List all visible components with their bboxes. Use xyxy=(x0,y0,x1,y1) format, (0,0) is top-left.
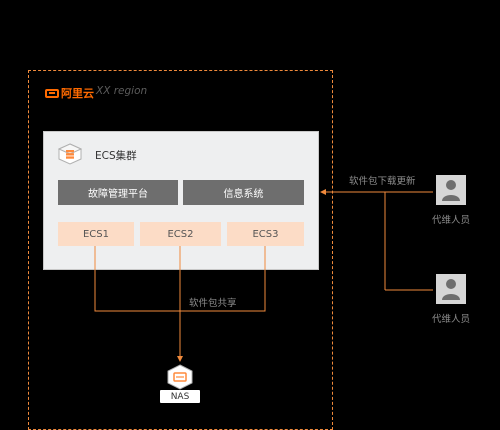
software-update-label: 软件包下载更新 xyxy=(349,176,416,187)
person-icon xyxy=(436,274,466,304)
ecs2-node: ECS2 xyxy=(140,222,221,246)
information-system: 信息系统 xyxy=(183,180,304,205)
connector-lines xyxy=(94,189,433,362)
ecs1-node: ECS1 xyxy=(58,222,134,246)
aliyun-logo-text: 阿里云 xyxy=(61,87,94,100)
ecs3-node: ECS3 xyxy=(227,222,304,246)
person-icon xyxy=(436,175,466,205)
nas-label: NAS xyxy=(160,390,200,403)
maintenance-person-label: 代维人员 xyxy=(431,215,470,226)
ecs-cluster-icon xyxy=(58,143,82,165)
fault-management-platform: 故障管理平台 xyxy=(58,180,178,205)
ecs-cluster-title: ECS集群 xyxy=(95,150,137,162)
maintenance-person-label: 代维人员 xyxy=(431,314,470,325)
aliyun-logo-icon xyxy=(45,88,59,98)
nas-icon xyxy=(167,364,193,390)
aliyun-logo: 阿里云 xyxy=(45,86,94,100)
region-label: XX region xyxy=(96,85,148,97)
software-share-label: 软件包共享 xyxy=(188,295,238,309)
